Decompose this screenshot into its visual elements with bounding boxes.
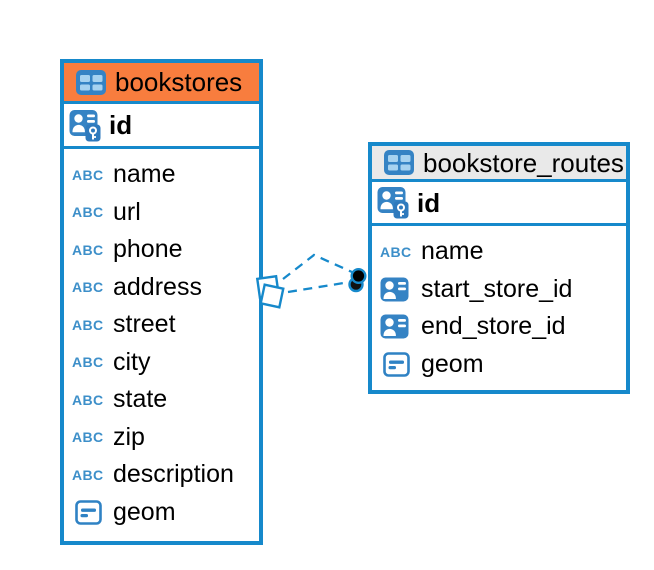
column-name: city: [113, 347, 151, 376]
column-row-geom[interactable]: geom: [64, 494, 259, 532]
column-name: geom: [421, 349, 484, 378]
column-name: description: [113, 460, 234, 489]
column-row-address[interactable]: ABC address: [64, 269, 259, 307]
relationship-diamond-handle-front[interactable]: [259, 283, 285, 309]
text-type-icon: ABC: [72, 166, 104, 183]
relationship-line-lower[interactable]: [287, 280, 351, 294]
column-name: id: [417, 187, 441, 218]
column-row-state[interactable]: ABC state: [64, 381, 259, 419]
column-row-name[interactable]: ABC name: [372, 233, 626, 271]
column-name: street: [113, 310, 176, 339]
column-name: name: [421, 237, 484, 266]
reference-type-icon: [380, 277, 409, 302]
column-row-end-store-id[interactable]: end_store_id: [372, 308, 626, 346]
column-name: id: [109, 110, 133, 140]
table-icon: [383, 149, 415, 176]
column-name: start_store_id: [421, 274, 573, 303]
geometry-type-icon: [75, 500, 102, 525]
column-name: state: [113, 385, 168, 414]
text-type-icon: ABC: [72, 391, 104, 408]
column-row-id[interactable]: id: [64, 104, 259, 149]
column-row-street[interactable]: ABC street: [64, 306, 259, 344]
column-row-city[interactable]: ABC city: [64, 344, 259, 382]
table-bookstore-routes[interactable]: bookstore_routes id ABC name start_store…: [368, 142, 630, 394]
column-row-phone[interactable]: ABC phone: [64, 231, 259, 269]
text-type-icon: ABC: [72, 354, 104, 371]
column-name: phone: [113, 235, 183, 264]
column-name: name: [113, 160, 176, 189]
relationship-line-upper[interactable]: [282, 253, 353, 280]
text-type-icon: ABC: [72, 429, 104, 446]
text-type-icon: ABC: [72, 241, 104, 258]
primary-key-icon: [69, 109, 102, 142]
column-list: ABC name start_store_id end_store_id geo…: [372, 226, 626, 383]
column-row-start-store-id[interactable]: start_store_id: [372, 271, 626, 309]
column-name: zip: [113, 422, 145, 451]
column-row-id[interactable]: id: [372, 182, 626, 226]
column-row-zip[interactable]: ABC zip: [64, 419, 259, 457]
table-bookstores[interactable]: bookstores id ABC name ABC url ABC phone…: [60, 59, 263, 545]
reference-type-icon: [380, 314, 409, 339]
table-title: bookstore_routes: [423, 147, 624, 178]
relationship-endpoint-back[interactable]: [348, 276, 364, 293]
text-type-icon: ABC: [72, 204, 104, 221]
column-row-name[interactable]: ABC name: [64, 156, 259, 194]
column-list: ABC name ABC url ABC phone ABC address A…: [64, 149, 259, 531]
column-row-description[interactable]: ABC description: [64, 456, 259, 494]
table-title: bookstores: [115, 67, 243, 97]
primary-key-icon: [377, 186, 410, 219]
column-name: address: [113, 272, 202, 301]
text-type-icon: ABC: [72, 316, 104, 333]
table-bookstore-routes-header[interactable]: bookstore_routes: [372, 146, 626, 182]
column-row-url[interactable]: ABC url: [64, 194, 259, 232]
text-type-icon: ABC: [72, 466, 104, 483]
column-name: geom: [113, 497, 176, 526]
relationship-endpoint-front[interactable]: [350, 268, 367, 285]
table-icon: [75, 69, 107, 96]
text-type-icon: ABC: [380, 243, 412, 260]
table-bookstores-header[interactable]: bookstores: [64, 63, 259, 104]
column-name: end_store_id: [421, 312, 566, 341]
column-name: url: [113, 197, 141, 226]
text-type-icon: ABC: [72, 279, 104, 296]
geometry-type-icon: [383, 352, 410, 377]
column-row-geom[interactable]: geom: [372, 346, 626, 384]
